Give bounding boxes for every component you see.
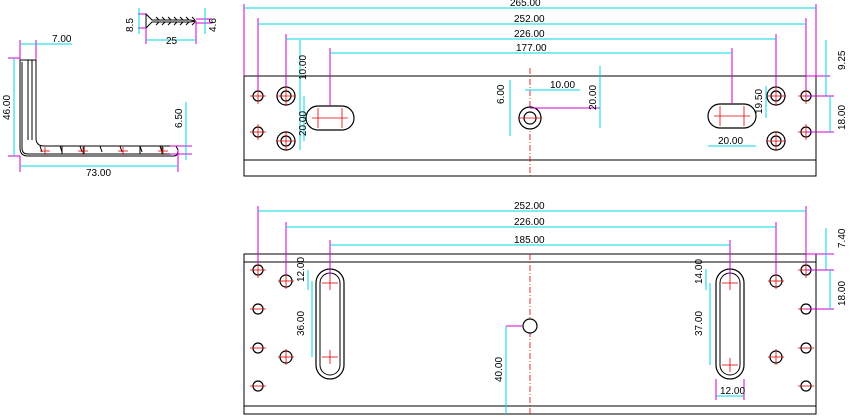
top-pitch2-label: 226.00 — [514, 29, 545, 40]
bracket-height-label: 46.00 — [2, 95, 13, 120]
bottom-d14-label: 14.00 — [694, 259, 705, 284]
screw-len-label: 25 — [166, 36, 178, 47]
bracket-side-view: 7.00 46.00 73.00 6.50 — [2, 34, 192, 179]
top-d20h-label: 20.00 — [718, 136, 743, 147]
bottom-plate-view: 252.00 226.00 185.00 7.40 12.00 36.00 14… — [243, 201, 848, 415]
screw-detail: 8.5 25 4.6 — [125, 8, 219, 47]
bracket-width-label: 73.00 — [86, 168, 111, 179]
bottom-pitch1-label: 252.00 — [514, 201, 545, 212]
screw-d2-label: 4.6 — [208, 18, 219, 32]
bottom-d37-label: 37.00 — [694, 311, 705, 336]
bottom-slot-pitch-label: 185.00 — [514, 235, 545, 246]
top-plate-view: 265.00 252.00 226.00 177.00 10.00 20.00 … — [243, 0, 848, 177]
top-d10h-label: 10.00 — [550, 80, 575, 91]
top-pitch1-label: 252.00 — [514, 14, 545, 25]
bracket-hole-h-label: 6.50 — [174, 108, 185, 128]
bottom-pitch2-label: 226.00 — [514, 217, 545, 228]
screw-d1-label: 8.5 — [125, 18, 136, 32]
bottom-d12v-label: 12.00 — [296, 257, 307, 282]
top-d925-label: 9.25 — [837, 50, 848, 70]
bottom-d40-label: 40.00 — [494, 357, 505, 382]
bottom-center-hole — [522, 318, 538, 334]
top-d20c-label: 20.00 — [588, 85, 599, 110]
top-d10v-label: 10.00 — [298, 55, 309, 80]
bracket-thk-label: 7.00 — [52, 34, 72, 45]
top-slot-pitch-label: 177.00 — [516, 43, 547, 54]
top-d19-label: 19.50 — [754, 89, 765, 114]
bottom-d740-label: 7.40 — [837, 228, 848, 248]
bottom-d36-label: 36.00 — [296, 311, 307, 336]
top-d20v-label: 20.00 — [298, 111, 309, 136]
top-d6-label: 6.00 — [496, 84, 507, 104]
top-overall-label: 265.00 — [510, 0, 541, 9]
bottom-d18-label: 18.00 — [837, 281, 848, 306]
bottom-d12h-label: 12.00 — [720, 386, 745, 397]
top-d18-label: 18.00 — [837, 105, 848, 130]
